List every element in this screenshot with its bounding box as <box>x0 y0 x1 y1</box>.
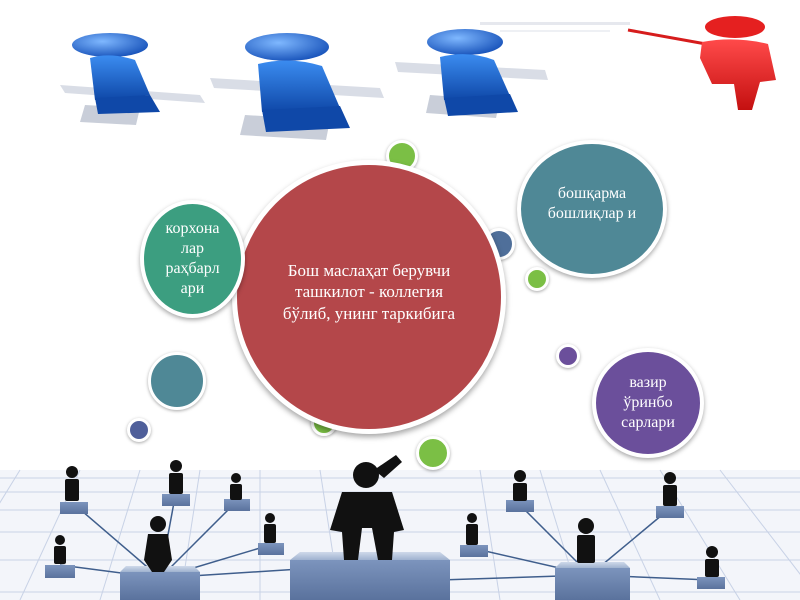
left-bubble: корхона лар раҳбарл ари <box>140 200 245 318</box>
presenter-figure <box>627 16 776 110</box>
pedestals <box>45 494 725 600</box>
decor-dot-lime-large <box>416 436 450 470</box>
businessman-silhouettes <box>54 455 719 577</box>
central-bubble-text: Бош маслаҳат берувчи ташкилот - коллегия… <box>282 261 456 323</box>
left-bubble-text: корхона лар раҳбарл ари <box>165 220 220 297</box>
student-figures <box>60 22 630 140</box>
decor-dot-lime-small <box>525 267 549 291</box>
decor-dot-purple-small <box>556 344 580 368</box>
vazir-bubble-text: вазир ўринбо сарлари <box>621 374 675 431</box>
central-bubble: Бош маслаҳат берувчи ташкилот - коллегия… <box>232 160 506 434</box>
decor-dot-teal-large <box>148 352 206 410</box>
decor-dot-indigo-small <box>127 418 151 442</box>
right-bubble-text: бошқарма бошлиқлар и <box>547 185 637 222</box>
right-bubble: бошқарма бошлиқлар и <box>517 140 667 278</box>
vazir-bubble: вазир ўринбо сарлари <box>592 348 704 458</box>
